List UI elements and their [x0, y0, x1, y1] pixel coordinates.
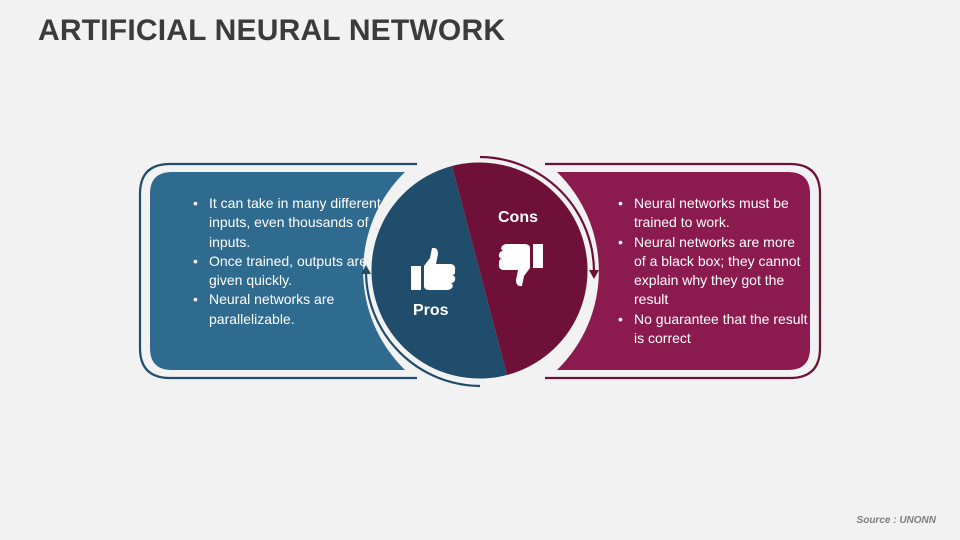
- thumbs-up-icon: [411, 247, 456, 290]
- thumbs-down-icon: [498, 244, 543, 287]
- source-note: Source : UNONN: [856, 515, 936, 526]
- page-title: ARTIFICIAL NEURAL NETWORK: [38, 14, 506, 47]
- pros-item: Neural networks are parallelizable.: [193, 290, 393, 329]
- pros-item: It can take in many different inputs, ev…: [193, 194, 393, 252]
- pros-list: It can take in many different inputs, ev…: [193, 194, 393, 329]
- cons-panel-frame: [545, 162, 822, 380]
- cons-label: Cons: [498, 209, 538, 226]
- cons-list: Neural networks must be trained to work.…: [618, 194, 808, 348]
- pros-item: Once trained, outputs are given quickly.: [193, 252, 393, 291]
- cons-arrow-head: [589, 270, 599, 279]
- cons-item: Neural networks must be trained to work.: [618, 194, 808, 233]
- cons-item: Neural networks are more of a black box;…: [618, 233, 808, 310]
- pros-panel-frame: [138, 162, 417, 380]
- cons-item: No guarantee that the result is correct: [618, 310, 808, 349]
- cons-arrow-arc: [479, 155, 596, 273]
- pros-label: Pros: [413, 302, 449, 319]
